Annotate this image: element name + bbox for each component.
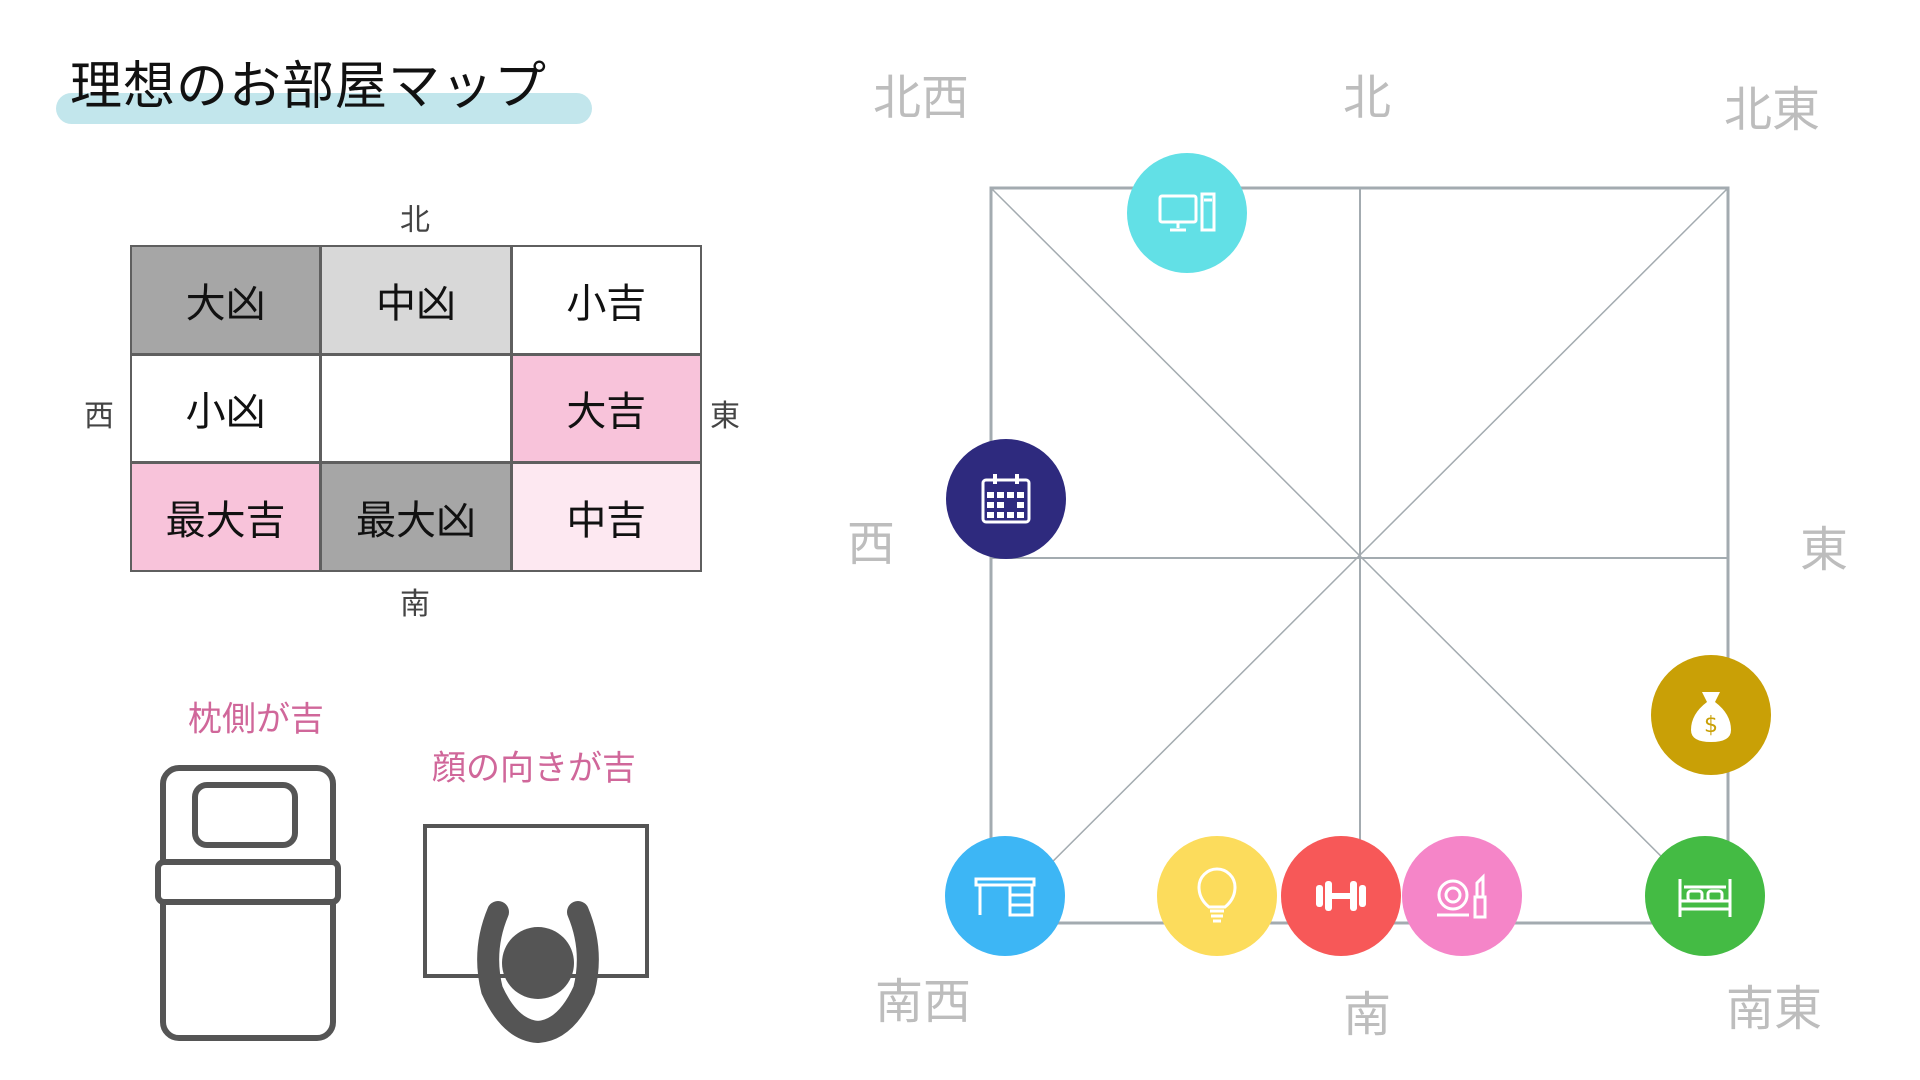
makeup-icon	[1402, 836, 1522, 956]
grid-label-south: 南	[400, 587, 430, 622]
light-bulb-icon	[1157, 836, 1277, 956]
grid-cell: 小凶	[132, 355, 320, 462]
grid-cell: 最大吉	[132, 464, 320, 570]
compass-southwest: 南西	[874, 974, 972, 1030]
compass-south: 南	[1342, 987, 1392, 1043]
svg-text:$: $	[1704, 713, 1718, 738]
grid-cell: 中凶	[322, 247, 510, 353]
desk-person-illustration	[423, 824, 649, 1044]
grid-cell: 小吉	[512, 247, 700, 353]
grid-cell: 中吉	[512, 464, 700, 570]
grid-label-north: 北	[400, 203, 430, 238]
fortune-grid: 大凶 中凶 小吉 小凶 大吉 最大吉 最大凶 中吉	[130, 245, 702, 572]
compass-southeast: 南東	[1725, 981, 1823, 1037]
compass-northeast: 北東	[1723, 82, 1821, 138]
grid-label-west: 西	[84, 399, 114, 434]
grid-cell: 大吉	[512, 355, 700, 462]
calendar-icon	[946, 439, 1066, 559]
title-highlight	[56, 93, 592, 124]
grid-cell: 大凶	[132, 247, 320, 353]
grid-cell-center	[322, 355, 510, 462]
bed-icon	[1645, 836, 1765, 956]
grid-label-east: 東	[710, 399, 740, 434]
compass-northwest: 北西	[872, 70, 970, 126]
desk-icon	[945, 836, 1065, 956]
page-title: 理想のお部屋マップ	[70, 57, 548, 117]
bed-illustration	[155, 765, 341, 1041]
face-tip: 顔の向きが吉	[432, 748, 636, 789]
grid-cell: 最大凶	[322, 464, 510, 570]
computer-icon	[1127, 153, 1247, 273]
money-bag-icon: $	[1651, 655, 1771, 775]
compass-west: 西	[846, 516, 896, 572]
pillow-tip: 枕側が吉	[188, 699, 324, 740]
compass-east: 東	[1799, 522, 1849, 578]
compass-north: 北	[1342, 70, 1392, 126]
dumbbell-icon	[1281, 836, 1401, 956]
